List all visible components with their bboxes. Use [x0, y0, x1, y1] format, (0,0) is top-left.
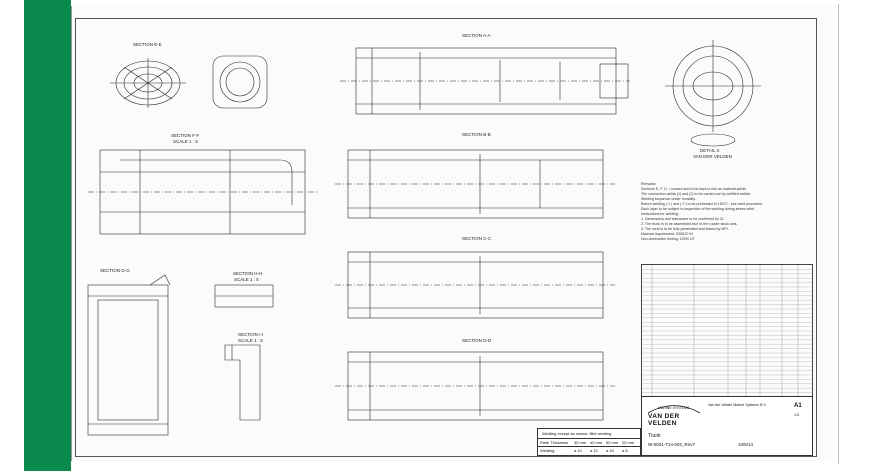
logo-brand: VAN DER VELDEN: [648, 413, 680, 427]
remarks-notes: Remarks: Sections E, F, G, I unused and …: [641, 182, 809, 264]
drawing-number: W-0031-T14-002_Rev7: [648, 442, 695, 447]
drawing-frame: [75, 18, 817, 457]
section-cc-label: SECTION C-C: [462, 236, 492, 241]
section-bb-label: SECTION B-B: [462, 132, 491, 137]
logo-subtitle: MARINE SYSTEMS: [658, 406, 690, 410]
drawing-title: Trunk: [648, 433, 661, 439]
section-gg-label: SECTION G-G: [100, 268, 130, 273]
parts-list-grid: [642, 265, 812, 397]
sheet-size: A1: [794, 403, 802, 409]
binding-strip: [24, 0, 71, 471]
note-line: 1. Dimensions and tolerances to be confi…: [641, 217, 725, 221]
weld-cell: 50 mm: [606, 440, 619, 445]
right-round-view: [665, 40, 761, 147]
section-cc-view: [335, 251, 615, 319]
weld-cell: 25 mm: [622, 440, 635, 445]
section-ee-label: SECTION E-E: [133, 42, 162, 47]
weld-cell: 40 mm: [590, 440, 603, 445]
note-line: Non-destructive testing: 100% UT: [641, 237, 695, 241]
note-line: Sections E, F, G, I unused and to be kep…: [641, 187, 746, 191]
company-logo: MARINE SYSTEMS VAN DER VELDEN: [644, 401, 704, 427]
note-line: Welding sequence under humidity.: [641, 197, 696, 201]
detail-sub: VAN DER VELDEN: [693, 154, 732, 159]
weld-cell: a 10: [574, 448, 582, 453]
weld-cell: a 15: [606, 448, 614, 453]
weld-cell: 35 mm: [574, 440, 587, 445]
weld-row-label: Welding: [540, 448, 555, 453]
note-line: Instructions for welding:: [641, 212, 679, 216]
detail-label: DETAIL X: [700, 148, 720, 153]
section-ee-view: [110, 58, 186, 108]
note-line: The connection welds (1) and (2) to be c…: [641, 192, 752, 196]
title-block: MARINE SYSTEMS VAN DER VELDEN Van der Ve…: [641, 396, 813, 456]
weld-cell: a 8: [622, 448, 628, 453]
section-dd-label: SECTION D-D: [462, 338, 492, 343]
section-hh-view: [214, 284, 274, 308]
section-ii-view: [224, 344, 261, 421]
section-hh-label: SECTION H-H: [233, 271, 263, 276]
drawing-sheet: [71, 6, 832, 461]
section-ii-scale: SCALE 1 : 5: [238, 338, 263, 343]
welding-table: Welding except as shown: fillet welding …: [537, 428, 641, 456]
note-line: 3. The weld is to be fully penetrated an…: [641, 227, 729, 231]
section-hh-scale: SCALE 1 : 5: [234, 277, 259, 282]
section-aa-label: SECTION A-A: [462, 33, 491, 38]
note-line: Remarks:: [641, 182, 657, 186]
welding-caption: Welding except as shown: fillet welding: [542, 431, 612, 436]
section-ff-scale: SCALE 1 : 5: [173, 139, 198, 144]
weld-row-thickness: Plate Thickness 35 mm 40 mm 50 mm 25 mm: [538, 438, 640, 447]
top-view-square: [212, 55, 268, 109]
weld-row-label: Plate Thickness: [540, 440, 569, 445]
note-line: Before welding ( 1 ) and ( 2 ) to be pre…: [641, 202, 764, 206]
drawing-date: 10/5/14: [738, 442, 754, 447]
scale: 1:5: [794, 413, 799, 417]
sheet-edge-line: [838, 4, 839, 464]
parts-list-table: [641, 264, 813, 398]
section-ii-label: SECTION I-I: [238, 332, 264, 337]
note-line: Material requirement: S355J2+N: [641, 232, 693, 236]
weld-row-welding: Welding a 10 a 12 a 15 a 8: [538, 446, 640, 455]
section-gg-view: [87, 274, 171, 436]
section-dd-view: [335, 351, 615, 421]
section-bb-view: [335, 149, 615, 219]
note-line: Each layer to be subject to inspection o…: [641, 207, 756, 211]
section-ff-view: [88, 149, 318, 235]
section-aa-view: [340, 47, 630, 115]
logo-arc-icon: [647, 405, 701, 414]
section-ff-label: SECTION F-F: [171, 133, 200, 138]
company-name: Van der Velden Marine Systems B.V.: [708, 403, 767, 407]
note-line: 2. The trunk is to be assembled true to …: [641, 222, 738, 226]
weld-cell: a 12: [590, 448, 598, 453]
